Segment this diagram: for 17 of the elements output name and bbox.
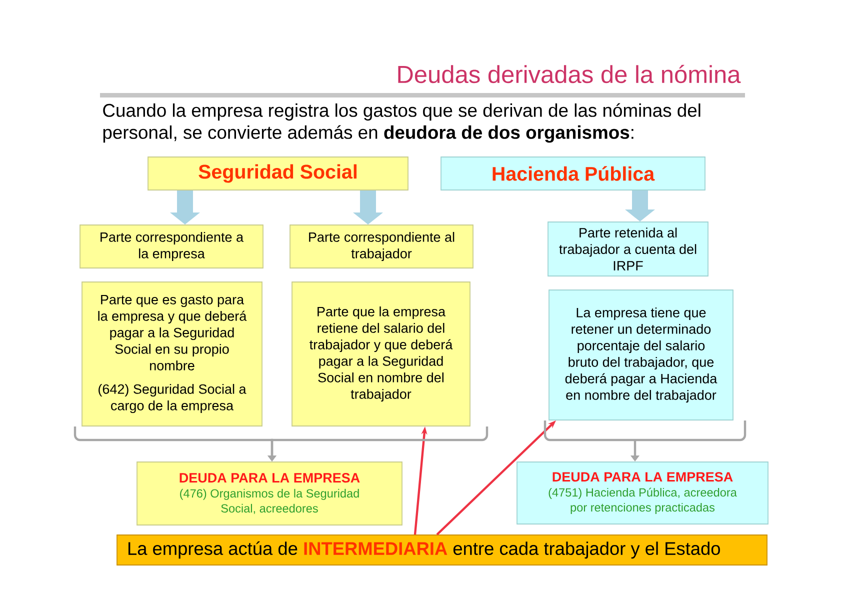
- block-arrow: [170, 190, 200, 225]
- intro-text: Cuando la empresa registra los gastos que se derivan de las nóminas del personal, se convierte además en deudora de dos organismos:: [103, 103, 700, 143]
- block-arrow: [353, 190, 383, 225]
- slide-title: Deudas derivadas de la nómina: [398, 64, 741, 84]
- text-box: Parte correspondiente a la empresa: [80, 224, 264, 268]
- text-box: Parte retenida al trabajador a cuenta del IRPF: [548, 222, 708, 276]
- bracket: [544, 419, 746, 462]
- heading-box: Hacienda Pública: [440, 156, 706, 190]
- text-box: Parte que es gasto para la empresa y que deberá pagar a la Seguridad Social en su propio nombre (642) Seguridad Social a cargo de la empresa: [82, 282, 262, 426]
- heading-box: Seguridad Social: [148, 156, 408, 190]
- text-box: Parte que la empresa retiene del salario del trabajador y que deberá pagar a la Seguridad Social en nombre del trabajador: [292, 282, 470, 426]
- debt-box: DEUDA PARA LA EMPRESA (4751) Hacienda Pública, acreedora por retenciones practicadas: [516, 462, 768, 524]
- text-box: La empresa tiene que retener un determinado porcentaje del salario bruto del trabajador, que deberá pagar a Hacienda en nombre del trabajador: [548, 290, 734, 420]
- debt-box: DEUDA PARA LA EMPRESA (476) Organismos de la Seguridad Social, acreedores: [136, 462, 402, 526]
- text-box: Parte correspondiente al trabajador: [290, 224, 474, 268]
- block-arrow: [625, 190, 655, 222]
- summary-banner: La empresa actúa de INTERMEDIARIA entre cada trabajador y el Estado: [116, 534, 768, 566]
